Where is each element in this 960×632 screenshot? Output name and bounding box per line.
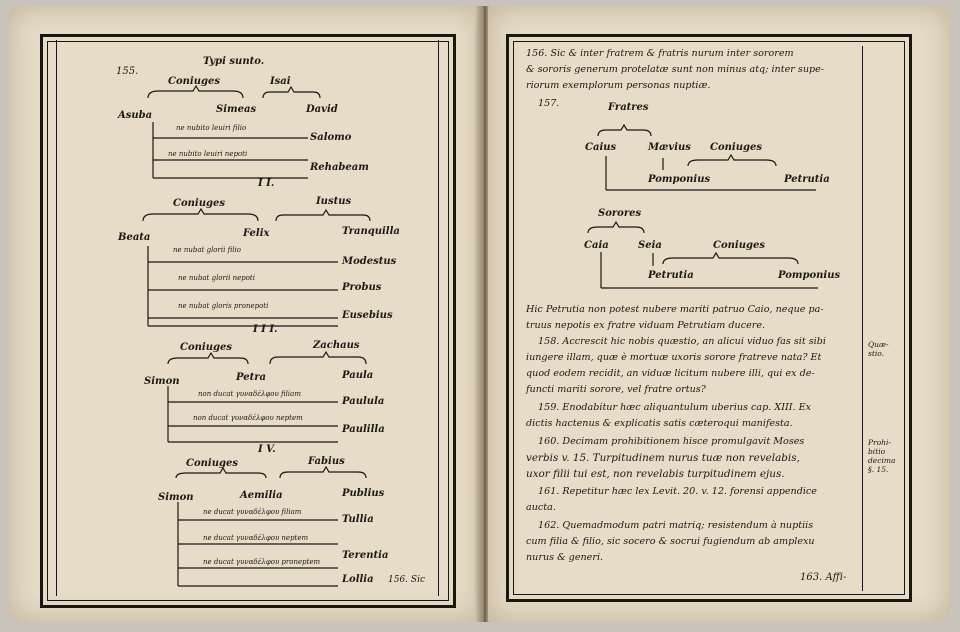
diagram1-name: Asuba (118, 110, 153, 121)
diagram2-name: Beata (118, 232, 151, 243)
body-text-line: 159. Enodabitur hæc aliquantulum uberius… (538, 402, 812, 413)
body-text-line: verbis v. 15. Turpitudinem nurus tuæ non… (526, 452, 800, 464)
margin-note: §. 15. (868, 465, 889, 474)
diagram3-name: Petra (236, 372, 266, 383)
diagram-a-name: Mævius (648, 142, 691, 153)
diagram3-name: Paula (342, 370, 374, 381)
diagram3-note: non ducat γυναδέλφου filiam (198, 390, 301, 398)
diagram4-couple-label: Coniuges (186, 458, 238, 469)
margin-note: stio. (868, 349, 885, 358)
diagram3-name: Paulilla (342, 424, 385, 435)
diagram-b-name: Pomponius (778, 270, 841, 281)
body-text-line: 158. Accrescit hic nobis quæstio, an ali… (538, 336, 826, 347)
diagram2-couple-label: Coniuges (173, 198, 225, 209)
diagram2-name: Eusebius (342, 310, 393, 321)
body-text-line: 161. Repetitur hæc lex Levit. 20. v. 12.… (538, 486, 817, 497)
diagram-b-name: Petrutia (648, 270, 694, 281)
body-text-line: aucta. (526, 502, 556, 513)
left-page-frame (40, 34, 456, 608)
catchword-right: 163. Affi- (800, 572, 847, 583)
margin-note: Prohi- (868, 438, 891, 447)
diagram-a-name: Pomponius (648, 174, 711, 185)
body-text-line: 160. Decimam prohibitionem hisce promulg… (538, 436, 805, 447)
diagram1-other-label: Isai (270, 76, 291, 87)
body-text-line: nurus & generi. (526, 552, 604, 563)
diagram3-name: Simon (144, 376, 180, 387)
right-page-frame (506, 34, 912, 602)
diagram1-name: David (306, 104, 338, 115)
diagram4-name: Lollia (342, 574, 374, 585)
paragraph-157-number: 157. (538, 98, 560, 109)
diagram-a-name: Coniuges (710, 142, 762, 153)
body-text-line: quod eodem recidit, an viduæ licitum nub… (526, 368, 815, 379)
diagram1-name: Salomo (310, 132, 352, 143)
diagram4-name: Terentia (342, 550, 389, 561)
diagram2-name: Tranquilla (342, 226, 400, 237)
diagram4-name: Aemilia (240, 490, 283, 501)
margin-note: bitio (868, 447, 886, 456)
body-text-line: truus nepotis ex fratre viduam Petrutiam… (526, 320, 766, 331)
body-text-line: iungere illam, quæ è mortuæ uxoris soror… (526, 352, 822, 363)
paragraph-156-line: & sororis generum protelatæ sunt non min… (526, 64, 825, 75)
diagram4-numeral: I V. (258, 444, 276, 455)
diagram1-note: ne nubito leuiri filio (176, 124, 247, 132)
diagram2-numeral: I I. (258, 178, 275, 189)
page-heading: Typi sunto. (203, 56, 265, 67)
diagram4-note: ne ducat γυναδέλφου neptem (203, 534, 309, 542)
diagram3-name: Paulula (342, 396, 385, 407)
diagram-a-title: Fratres (608, 102, 649, 113)
genealogy-lines-left (142, 84, 371, 587)
diagram1-note: ne nubito leuiri nepoti (168, 150, 248, 158)
diagram4-other-label: Fabius (308, 456, 345, 467)
left-page: 155. Typi sunto. Coniuges Isai Asuba Sim… (8, 6, 482, 622)
diagram-b-name: Coniuges (713, 240, 765, 251)
diagram4-name: Simon (158, 492, 194, 503)
paragraph-156-line: riorum exemplorum personas nuptiæ. (526, 80, 711, 91)
diagram2-note: ne nubat gloris pronepoti (178, 302, 269, 310)
body-text-line: cum filia & filio, sic socero & socrui f… (526, 536, 815, 547)
paragraph-156-line: 156. Sic & inter fratrem & fratris nurum… (526, 48, 794, 59)
catchword-left: 156. Sic (388, 575, 425, 585)
diagram4-name: Tullia (342, 514, 374, 525)
left-outer-rule (438, 40, 439, 596)
diagram4-name: Publius (342, 488, 385, 499)
diagram2-other-label: Iustus (316, 196, 352, 207)
left-inner-rule (56, 40, 57, 596)
diagram1-name: Simeas (216, 104, 257, 115)
diagram-a-name: Caius (585, 142, 617, 153)
diagram1-couple-label: Coniuges (168, 76, 220, 87)
body-text-line: Hic Petrutia non potest nubere mariti pa… (526, 304, 824, 315)
diagram-b-name: Seia (638, 240, 662, 251)
margin-note: Quæ- (868, 340, 889, 349)
diagram2-name: Modestus (342, 256, 397, 267)
diagram2-note: ne nubat glorii nepoti (178, 274, 255, 282)
margin-note: decima (868, 456, 896, 465)
diagram2-note: ne nubat glorii filio (173, 246, 241, 254)
diagram2-name: Felix (243, 228, 270, 239)
right-page: 156. Sic & inter fratrem & fratris nurum… (488, 6, 950, 622)
diagram-b-name: Caia (584, 240, 609, 251)
diagram4-note: ne ducat γυναδέλφου filiam (203, 508, 302, 516)
diagram-a-name: Petrutia (784, 174, 830, 185)
right-margin-rule (862, 46, 863, 591)
body-text-line: uxor filii tui est, non revelabis turpit… (526, 468, 785, 480)
body-text-line: dictis hactenus & explicatis satis cæter… (526, 418, 793, 429)
diagram3-couple-label: Coniuges (180, 342, 232, 353)
page-number-left: 155. (116, 66, 139, 77)
genealogy-lines-right (587, 123, 818, 289)
diagram2-name: Probus (342, 282, 382, 293)
diagram-b-title: Sorores (598, 208, 642, 219)
diagram3-note: non ducat γυναδέλφου neptem (193, 414, 303, 422)
diagram3-numeral: I I I. (253, 324, 278, 335)
diagram1-name: Rehabeam (310, 162, 369, 173)
diagram4-note: ne ducat γυναδέλφου proneptem (203, 558, 321, 566)
body-text-line: functi mariti sorore, vel fratre ortus? (526, 384, 706, 395)
diagram3-other-label: Zachaus (313, 340, 360, 351)
body-text-line: 162. Quemadmodum patri matriq; resistend… (538, 520, 814, 531)
